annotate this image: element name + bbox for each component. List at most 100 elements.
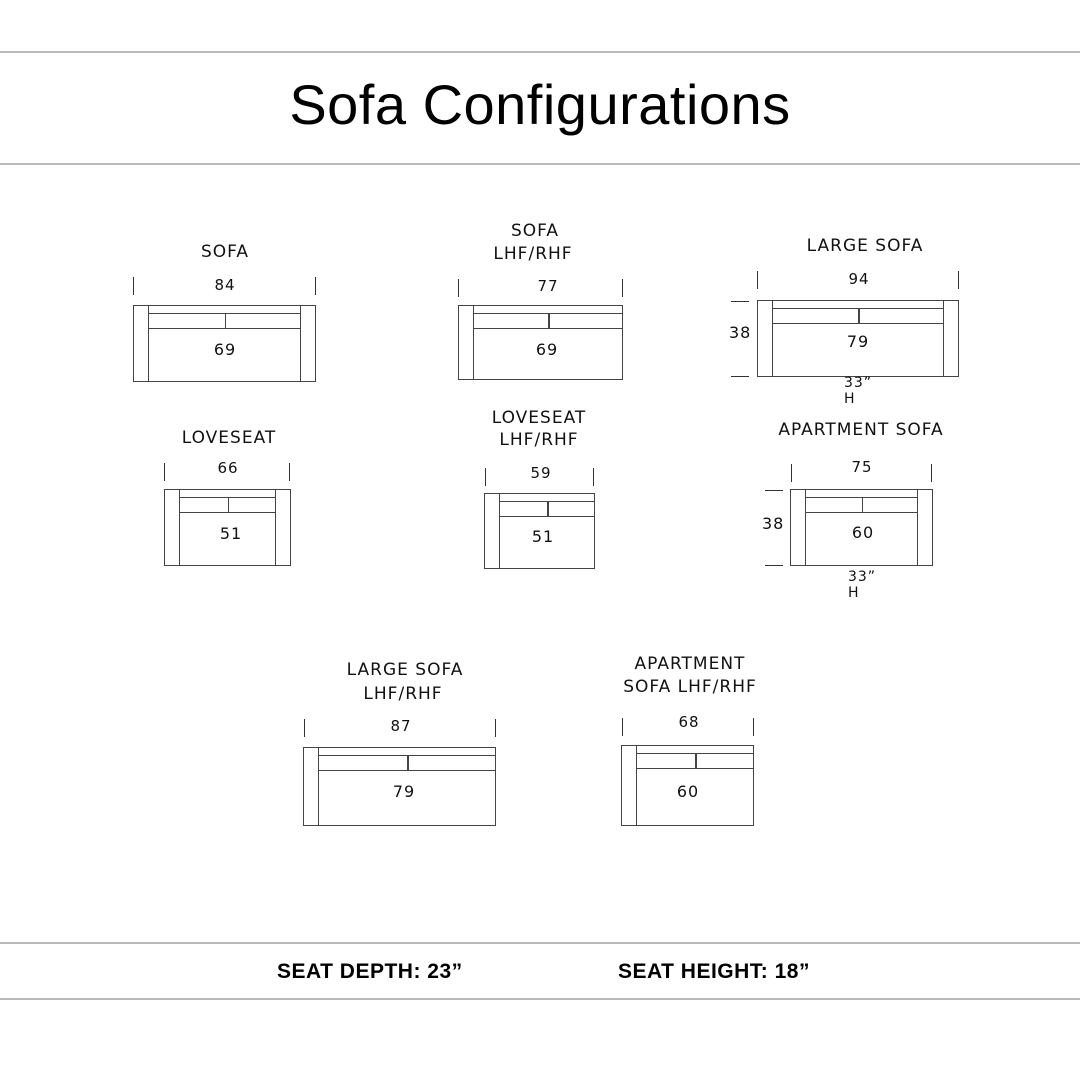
config-label-line1: LARGE SOFA <box>346 660 464 680</box>
cushion-divider <box>224 314 226 328</box>
left-arm <box>791 490 806 565</box>
seat-width-value: 69 <box>213 340 237 359</box>
width-tick-right <box>958 271 959 289</box>
config-label: LARGE SOFA <box>806 236 924 256</box>
cushion-divider <box>547 502 549 516</box>
seat-width-value: 69 <box>535 340 559 359</box>
config-label: APARTMENT SOFA <box>778 420 944 440</box>
sofa-diagram <box>133 305 316 382</box>
depth-tick-bottom <box>731 376 749 377</box>
sofa-diagram <box>790 489 933 566</box>
config-label-line2: LHF/RHF <box>493 244 573 264</box>
sofa-diagram <box>484 493 595 569</box>
title-rule <box>0 163 1080 165</box>
seat-width-value: 60 <box>676 782 700 801</box>
cushion-divider <box>407 756 409 770</box>
left-arm <box>758 301 773 376</box>
back-cushions <box>180 498 275 513</box>
width-tick-right <box>495 719 496 737</box>
width-value: 75 <box>851 458 873 476</box>
config-label: LOVESEAT <box>181 428 277 448</box>
seat-width-value: 79 <box>846 332 870 351</box>
width-tick-left <box>133 277 134 295</box>
width-tick-right <box>289 463 290 481</box>
backrest <box>319 748 495 756</box>
depth-tick-bottom <box>765 565 783 566</box>
width-value: 77 <box>537 277 559 295</box>
page-title: Sofa Configurations <box>289 73 791 136</box>
right-arm <box>917 490 932 565</box>
back-cushions <box>149 314 300 329</box>
width-tick-left <box>791 464 792 482</box>
depth-tick-top <box>731 301 749 302</box>
width-tick-right <box>753 718 754 736</box>
seat-width-value: 60 <box>851 523 875 542</box>
left-arm <box>485 494 500 568</box>
backrest <box>149 306 300 314</box>
config-label-line1: APARTMENT <box>634 654 746 674</box>
backrest <box>500 494 594 502</box>
back-cushions <box>474 314 622 329</box>
back-cushions <box>637 754 753 769</box>
right-arm <box>300 306 315 381</box>
sofa-diagram <box>458 305 623 380</box>
sofa-diagram <box>164 489 291 566</box>
cushion-divider <box>858 309 860 323</box>
left-arm <box>304 748 319 825</box>
config-label-line1: SOFA <box>510 221 560 241</box>
footer-bottom-rule <box>0 998 1080 1000</box>
right-arm <box>943 301 958 376</box>
width-value: 94 <box>848 270 870 288</box>
left-arm <box>134 306 149 381</box>
backrest <box>474 306 622 314</box>
back-cushions <box>773 309 943 324</box>
cushion-divider <box>695 754 697 768</box>
width-tick-right <box>931 464 932 482</box>
left-arm <box>622 746 637 825</box>
backrest <box>806 490 917 498</box>
back-cushions <box>500 502 594 517</box>
width-value: 66 <box>217 459 239 477</box>
width-tick-left <box>304 719 305 737</box>
depth-value: 38 <box>762 514 785 533</box>
config-label-line1: LOVESEAT <box>491 408 587 428</box>
top-rule <box>0 51 1080 53</box>
config-label-line2: LHF/RHF <box>499 430 579 450</box>
backrest <box>773 301 943 309</box>
config-label: SOFA <box>200 242 250 262</box>
width-tick-right <box>622 279 623 297</box>
width-tick-right <box>315 277 316 295</box>
backrest <box>637 746 753 754</box>
depth-tick-top <box>765 490 783 491</box>
width-tick-left <box>622 718 623 736</box>
width-tick-left <box>485 468 486 486</box>
width-tick-left <box>458 279 459 297</box>
width-tick-left <box>757 271 758 289</box>
left-arm <box>165 490 180 565</box>
back-cushions <box>806 498 917 513</box>
sofa-diagram <box>621 745 754 826</box>
seat-width-value: 51 <box>531 527 555 546</box>
width-tick-right <box>593 468 594 486</box>
seat-width-value: 51 <box>219 524 243 543</box>
left-arm <box>459 306 474 379</box>
width-value: 68 <box>678 713 700 731</box>
depth-value: 38 <box>729 323 752 342</box>
sofa-diagram <box>757 300 959 377</box>
cushion-divider <box>861 498 863 512</box>
cushion-divider <box>227 498 229 512</box>
height-value: 33” H <box>847 569 877 601</box>
width-tick-left <box>164 463 165 481</box>
back-cushions <box>319 756 495 771</box>
width-value: 87 <box>390 717 412 735</box>
right-arm <box>275 490 290 565</box>
width-value: 59 <box>530 464 552 482</box>
footer-top-rule <box>0 942 1080 944</box>
height-value: 33” H <box>843 375 873 407</box>
backrest <box>180 490 275 498</box>
width-value: 84 <box>214 276 236 294</box>
sofa-diagram <box>303 747 496 826</box>
seat-width-value: 79 <box>392 782 416 801</box>
seat-height: SEAT HEIGHT: 18” <box>618 960 810 983</box>
config-label-line2: SOFA LHF/RHF <box>623 677 757 697</box>
